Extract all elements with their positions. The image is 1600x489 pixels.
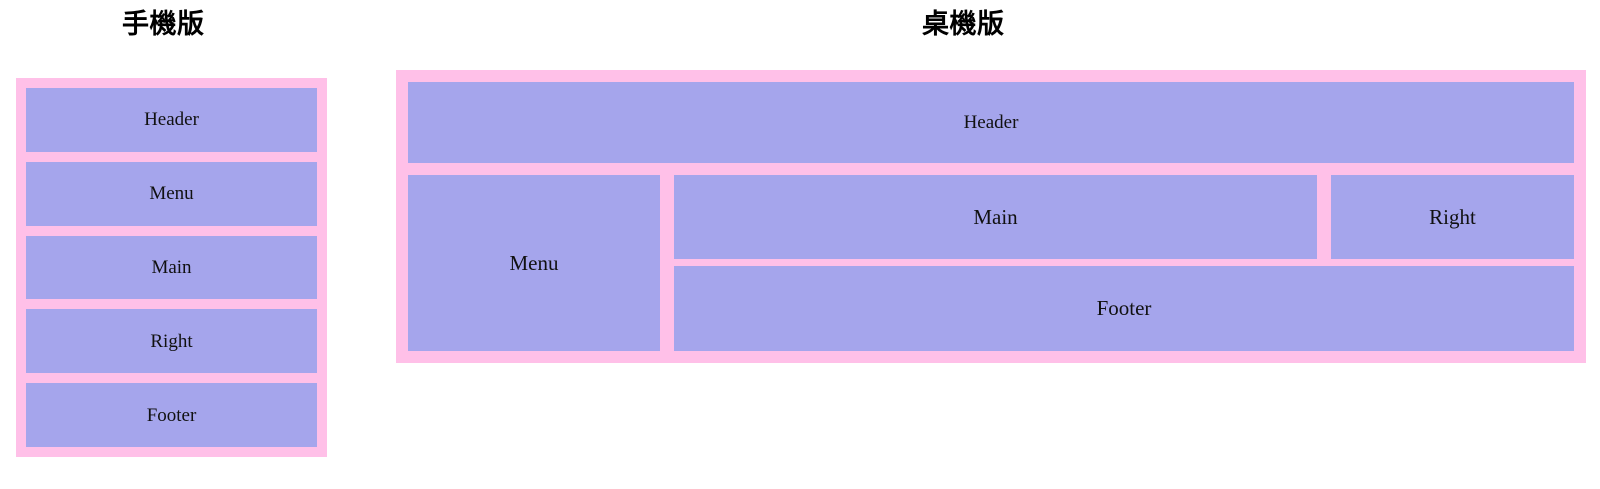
desktop-box-main: Main — [674, 175, 1317, 259]
mobile-box-right: Right — [26, 309, 317, 374]
mobile-section-title: 手機版 — [122, 9, 205, 39]
mobile-box-header: Header — [26, 88, 317, 152]
desktop-box-header: Header — [408, 82, 1574, 163]
desktop-section-title: 桌機版 — [922, 9, 1005, 39]
desktop-box-menu: Menu — [408, 175, 660, 351]
desktop-layout-container: Header Menu Main Right Footer — [396, 70, 1586, 363]
desktop-box-right: Right — [1331, 175, 1574, 259]
mobile-box-footer: Footer — [26, 383, 317, 447]
desktop-middle-row: Main Right — [674, 175, 1574, 259]
desktop-box-footer: Footer — [674, 266, 1574, 351]
mobile-box-menu: Menu — [26, 161, 317, 226]
mobile-box-main: Main — [26, 235, 317, 300]
mobile-layout-container: Header Menu Main Right Footer — [16, 78, 327, 457]
desktop-body-row: Menu Main Right Footer — [408, 175, 1574, 351]
desktop-right-column: Main Right Footer — [674, 175, 1574, 351]
